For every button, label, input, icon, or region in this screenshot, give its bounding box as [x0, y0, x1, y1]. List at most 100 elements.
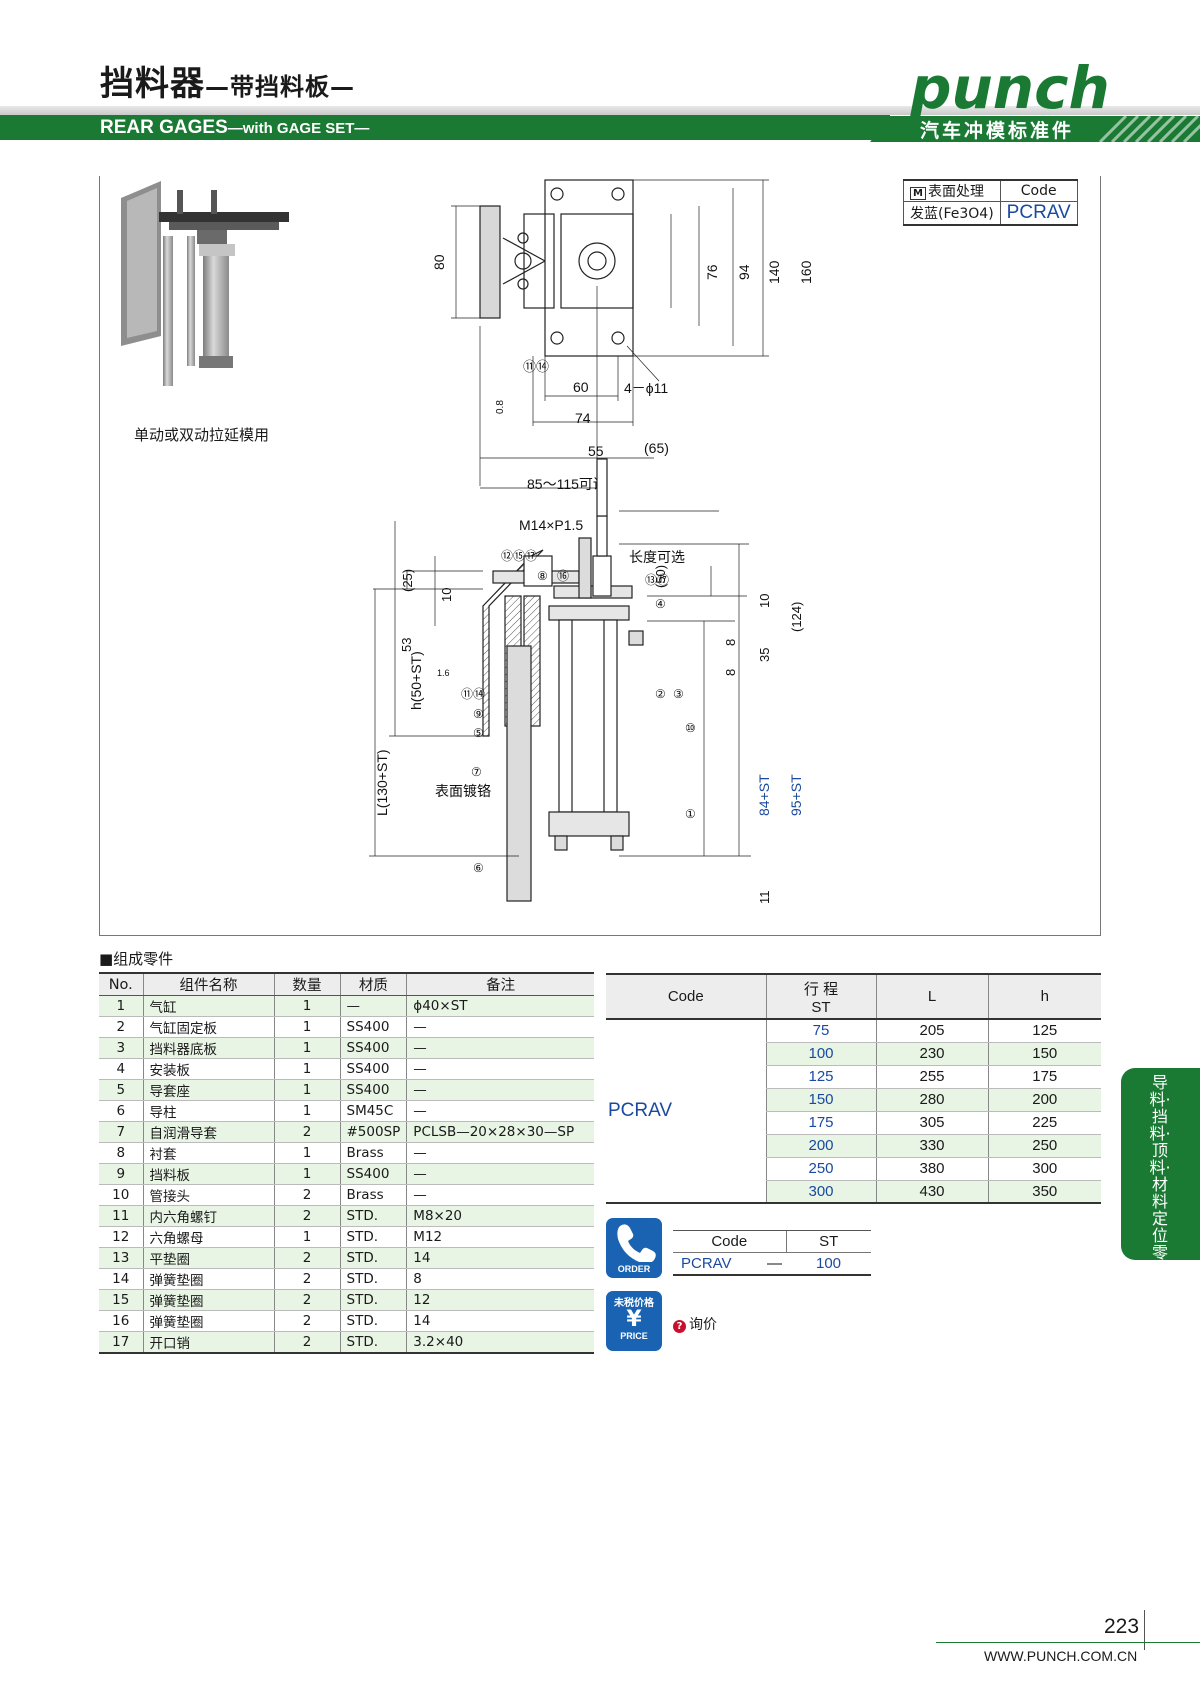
top-view	[451, 179, 769, 489]
dim-160: 160	[798, 260, 814, 284]
part-remark: —	[406, 1079, 594, 1101]
part-qty: 2	[273, 1331, 340, 1354]
punch-logo: punch 汽车冲模标准件	[870, 58, 1200, 142]
part-material: Brass	[339, 1142, 407, 1164]
part-qty: 2	[273, 1289, 340, 1311]
spec-col-code: Code	[606, 973, 766, 1020]
part-remark: —	[406, 1163, 594, 1185]
part-no: 15	[99, 1289, 143, 1311]
part-name: 内六角螺钉	[142, 1205, 274, 1227]
part-material: STD.	[339, 1247, 407, 1269]
part-no: 9	[99, 1163, 143, 1185]
order-dash: —	[763, 1252, 786, 1276]
spec-L: 255	[875, 1065, 988, 1089]
ref-11-14: ⑪⑭	[523, 359, 549, 374]
price-icon: 未税价格 ¥ PRICE	[606, 1291, 662, 1351]
spec-L: 305	[875, 1111, 988, 1135]
part-no: 11	[99, 1205, 143, 1227]
spec-code: PCRAV	[606, 1019, 766, 1204]
subtitle-en: REAR GAGES—with GAGE SET—	[100, 116, 369, 140]
spec-h: 250	[987, 1134, 1101, 1158]
part-qty: 1	[273, 1037, 340, 1059]
question-icon: ?	[673, 1320, 686, 1333]
order-icon-label: ORDER	[617, 1264, 651, 1274]
part-qty: 1	[273, 1100, 340, 1122]
part-remark: 8	[406, 1268, 594, 1290]
spec-L: 380	[875, 1157, 988, 1181]
part-qty: 2	[273, 1310, 340, 1332]
part-no: 6	[99, 1100, 143, 1122]
part-material: SS400	[339, 1163, 407, 1185]
part-material: SS400	[339, 1079, 407, 1101]
part-material: SM45C	[339, 1100, 407, 1122]
price-icon-top: 未税价格	[614, 1298, 654, 1309]
part-qty: 1	[273, 1226, 340, 1248]
spec-L: 330	[875, 1134, 988, 1158]
footer-line	[936, 1642, 1200, 1643]
page-number: 223	[1104, 1615, 1140, 1638]
spec-h: 150	[987, 1042, 1101, 1066]
part-name: 六角螺母	[142, 1226, 274, 1248]
phone-icon	[617, 1224, 656, 1264]
ref-6: ⑥	[473, 861, 484, 875]
part-remark: 14	[406, 1247, 594, 1269]
part-name: 管接头	[142, 1184, 274, 1206]
technical-drawing: 80 76 94 140 160 4－ϕ11 60 74 55 (65) 85～…	[121, 176, 814, 904]
part-remark: ϕ40×ST	[406, 995, 594, 1017]
part-material: SS400	[339, 1016, 407, 1038]
part-material: STD.	[339, 1310, 407, 1332]
footer-url[interactable]: WWW.PUNCH.COM.CN	[984, 1648, 1138, 1664]
part-no: 10	[99, 1184, 143, 1206]
part-no: 3	[99, 1037, 143, 1059]
spec-L: 205	[875, 1019, 988, 1043]
part-name: 气缸	[142, 995, 274, 1017]
ref-2: ②	[655, 687, 666, 701]
part-no: 14	[99, 1268, 143, 1290]
part-material: STD.	[339, 1226, 407, 1248]
part-material: STD.	[339, 1289, 407, 1311]
part-qty: 2	[273, 1121, 340, 1143]
part-material: SS400	[339, 1058, 407, 1080]
spec-h: 300	[987, 1157, 1101, 1181]
col-qty: 数量	[273, 972, 340, 996]
part-no: 4	[99, 1058, 143, 1080]
part-qty: 1	[273, 1016, 340, 1038]
part-material: SS400	[339, 1037, 407, 1059]
spec-col-h: h	[987, 973, 1101, 1020]
holes-label: 4－ϕ11	[624, 380, 668, 396]
part-material: STD.	[339, 1205, 407, 1227]
title-en-sub: —with GAGE SET—	[227, 120, 370, 137]
part-material: STD.	[339, 1331, 407, 1354]
part-name: 导套座	[142, 1079, 274, 1101]
col-name: 组件名称	[142, 972, 274, 996]
ref-13-17: ⑬⑰	[645, 573, 669, 587]
part-remark: 3.2×40	[406, 1331, 594, 1354]
spec-h: 225	[987, 1111, 1101, 1135]
side-category-tab[interactable]: 导料·挡料·顶料·材料定位零件	[1121, 1068, 1200, 1278]
part-name: 导柱	[142, 1100, 274, 1122]
parts-section-title: ■组成零件	[99, 950, 174, 968]
dim-10b: 10	[757, 594, 772, 608]
part-qty: 1	[273, 1142, 340, 1164]
part-remark: 14	[406, 1310, 594, 1332]
part-remark: —	[406, 1142, 594, 1164]
roughness-1-6: 1.6	[437, 668, 450, 678]
dim-55: 55	[588, 443, 604, 459]
drawing-frame	[99, 176, 1101, 936]
part-no: 17	[99, 1331, 143, 1354]
dim-h: h(50+ST)	[408, 651, 424, 710]
